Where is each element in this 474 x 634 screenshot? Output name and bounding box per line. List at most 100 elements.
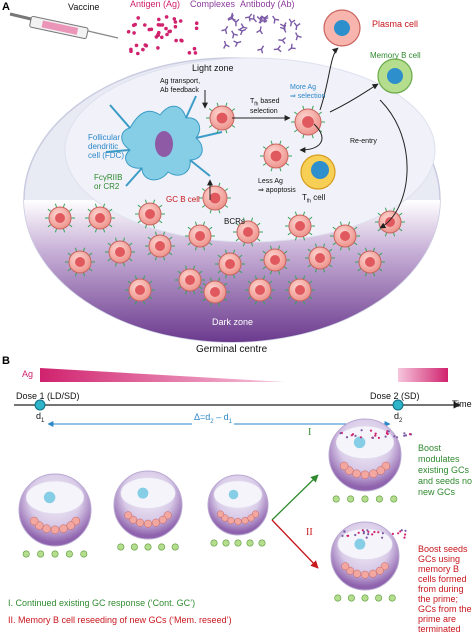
antigen-dot <box>134 43 139 48</box>
dose1-marker <box>34 399 46 411</box>
panel-a-letter: A <box>2 1 10 13</box>
outcome-2-line: from during <box>418 584 464 594</box>
dark-zone-b-cell <box>355 247 385 277</box>
antibody-y <box>293 22 301 31</box>
vaccine-label: Vaccine <box>68 2 100 12</box>
outcome-antigen-dot <box>357 531 360 534</box>
dark-zone-b-cell <box>285 211 315 241</box>
outcome-antigen-dot <box>341 534 344 538</box>
outcome-antigen-dot <box>384 435 387 438</box>
antigen-dot <box>168 29 172 34</box>
antibody-y <box>245 13 253 22</box>
outcome-1-line: modulates <box>418 454 460 464</box>
antigen-dot <box>136 16 140 20</box>
outcome-2-line: GCs using <box>418 554 461 564</box>
outcome-antigen-dot <box>404 533 407 536</box>
antigen-dot <box>143 43 148 47</box>
germinal-centre-outer <box>23 57 441 343</box>
outcome-antigen-dot <box>403 434 406 437</box>
antigen-dot <box>164 15 169 19</box>
antigen-dot <box>178 19 183 23</box>
outcome-2-line: terminated <box>418 624 461 634</box>
antigen-dot <box>157 17 161 22</box>
branch-arrow-ii <box>271 519 319 569</box>
antigen-dot <box>164 26 168 31</box>
fdc-label-3: cell (FDC) <box>88 151 124 160</box>
re-entry-label: Re-entry <box>350 138 377 145</box>
outcome-antigen-dot <box>374 432 377 435</box>
roman-ii: II <box>306 527 313 538</box>
ag-label: Ag <box>22 369 34 379</box>
plasma-cell-label: Plasma cell <box>372 19 419 29</box>
outcome-antigen-dot <box>367 533 370 536</box>
dark-zone-b-cell <box>125 275 155 305</box>
antigen-dot <box>158 23 163 27</box>
antigen-dot <box>132 31 136 35</box>
antigen-dot <box>194 26 199 31</box>
antigen-dot <box>126 29 131 34</box>
dark-zone-b-cell <box>305 243 335 273</box>
outcome-antigen-dot <box>366 529 369 532</box>
dark-zone-label: Dark zone <box>212 317 254 327</box>
outcome-2-line: the prime; <box>418 594 459 604</box>
outcome-2-line: memory B <box>418 564 460 574</box>
dose2-label: Dose 2 (SD) <box>370 391 420 401</box>
fdc-icon <box>105 95 223 187</box>
syringe-icon <box>9 12 119 40</box>
outcome-antigen-dot <box>408 433 412 436</box>
tfh-selection-label: Tfh based <box>250 98 280 108</box>
time-label: Time <box>452 399 472 409</box>
less-ag-label-1: Less Ag <box>258 178 283 185</box>
antibody-y <box>223 40 230 49</box>
dark-zone-b-cell <box>330 221 360 251</box>
less-ag-label-2: ⇒ apoptosis <box>258 187 296 194</box>
outcome-antigen-dot <box>371 436 375 439</box>
memory-b-cell-label: Memory B cell <box>370 51 421 60</box>
antigen-dot <box>172 17 177 21</box>
dark-zone-b-cell <box>105 237 135 267</box>
antigen-dot <box>147 27 152 32</box>
dose1-label: Dose 1 (LD/SD) <box>16 391 80 401</box>
outcome-antigen-dot <box>345 436 349 439</box>
outcome-2-line: prime are <box>418 614 457 624</box>
antibody-y <box>278 37 287 45</box>
antibody-y <box>227 14 236 21</box>
outcome-antigen-dot <box>360 429 363 432</box>
outcome-antigen-dot <box>377 531 380 534</box>
antigen-dot <box>192 46 197 51</box>
outcome-antigen-dot <box>403 536 406 539</box>
dark-zone-b-cell <box>135 199 165 229</box>
antigen-dot <box>174 38 178 43</box>
antibody-y <box>221 25 229 34</box>
antigen-dot <box>187 51 192 55</box>
ag-transport-label-1: Ag transport, <box>160 78 201 85</box>
antigen-dot <box>194 21 199 26</box>
outcome-antigen-dot <box>397 532 400 535</box>
outcome-antigen-dot <box>381 532 384 535</box>
outcome-antigen-dot <box>395 436 399 439</box>
antibody-y <box>288 18 296 27</box>
outcome-2-line: cells formed <box>418 574 467 584</box>
antibody-y <box>256 26 263 35</box>
outcome-antigen-dot <box>385 432 388 435</box>
outcome-antigen-dot <box>354 434 357 437</box>
outcome-1-line: and seeds no <box>418 476 473 486</box>
outcome-antigen-dot <box>343 530 346 533</box>
antibody-y <box>238 28 247 36</box>
branch-arrow-i <box>271 474 319 521</box>
panel-b-letter: B <box>2 355 10 367</box>
dark-zone-b-cell <box>245 275 275 305</box>
plasma-cell-icon <box>323 9 361 47</box>
antibody-molecules <box>221 12 302 54</box>
mini-gc-outcome-ii <box>330 521 400 602</box>
light-zone-b-cells <box>199 102 325 214</box>
outcome-antigen-dot <box>381 536 384 539</box>
outcome-antigen-dot <box>404 434 408 437</box>
antigen-dot <box>141 47 145 52</box>
outcome-antigen-dot <box>347 534 350 537</box>
outcome-1-line: Boost <box>418 443 442 453</box>
outcome-1-line: existing GCs <box>418 465 470 475</box>
